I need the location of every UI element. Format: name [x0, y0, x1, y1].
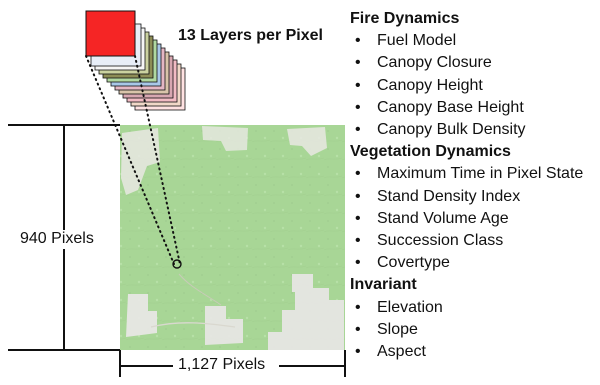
width-dimension — [119, 350, 346, 377]
legend-item-label: Maximum Time in Pixel State — [377, 165, 584, 183]
projection-line-right — [134, 55, 181, 265]
layers-per-pixel-label: 13 Layers per Pixel — [178, 27, 323, 44]
legend-item: • Canopy Closure — [350, 52, 595, 74]
legend-item-label: Stand Volume Age — [377, 209, 509, 227]
top-red-layer — [85, 10, 136, 57]
legend-item: • Fuel Model — [350, 30, 595, 52]
legend-item-label: Slope — [377, 320, 418, 338]
layer-categories-legend: Fire Dynamics • Fuel Model • Canopy Closur… — [350, 8, 595, 363]
legend-item-label: Succession Class — [377, 232, 504, 250]
legend-item-label: Stand Density Index — [377, 187, 521, 205]
legend-item: • Canopy Base Height — [350, 97, 595, 119]
legend-item-label: Covertype — [377, 254, 450, 272]
legend-item-label: Canopy Bulk Density — [377, 121, 526, 139]
invariant-title: Invariant — [350, 276, 417, 294]
legend-item: • Stand Volume Age — [350, 208, 595, 230]
bullet-icon: • — [355, 209, 361, 227]
light-terrain-patch — [202, 126, 248, 151]
legend-item: • Covertype — [350, 252, 595, 274]
bullet-icon: • — [355, 32, 361, 50]
legend-item-label: Elevation — [377, 298, 443, 316]
bullet-icon: • — [355, 98, 361, 116]
bullet-icon: • — [355, 343, 361, 361]
bullet-icon: • — [355, 76, 361, 94]
legend-item-label: Aspect — [377, 343, 426, 361]
vegetation-dynamics-title: Vegetation Dynamics — [350, 143, 511, 161]
legend-item: • Stand Density Index — [350, 186, 595, 208]
road-line — [150, 322, 236, 328]
bullet-icon: • — [355, 121, 361, 139]
legend-item: • Aspect — [350, 341, 595, 363]
pixel-projection — [85, 55, 181, 265]
bullet-icon: • — [355, 165, 361, 183]
legend-item: • Succession Class — [350, 230, 595, 252]
legend-item: • Canopy Height — [350, 75, 595, 97]
height-label: 940 Pixels — [20, 230, 94, 248]
bullet-icon: • — [355, 320, 361, 338]
bullet-icon: • — [355, 254, 361, 272]
road-line — [178, 273, 222, 306]
light-terrain-patch — [268, 274, 344, 350]
legend-item: • Slope — [350, 319, 595, 341]
legend-item-label: Fuel Model — [377, 32, 457, 50]
bullet-icon: • — [355, 54, 361, 72]
height-dimension — [8, 124, 120, 351]
terrain-map — [120, 125, 345, 350]
legend-item-label: Canopy Height — [377, 76, 483, 94]
light-terrain-patch — [287, 127, 327, 156]
legend-item: • Canopy Bulk Density — [350, 119, 595, 141]
legend-item-label: Canopy Closure — [377, 54, 492, 72]
light-terrain-patch — [121, 128, 160, 195]
fire-dynamics-title: Fire Dynamics — [350, 10, 460, 27]
legend-item-label: Canopy Base Height — [377, 98, 524, 116]
bullet-icon: • — [355, 232, 361, 250]
legend-item: • Maximum Time in Pixel State — [350, 163, 595, 185]
bullet-icon: • — [355, 187, 361, 205]
light-terrain-patch — [126, 294, 157, 337]
layer-stack — [85, 10, 186, 111]
width-label: 1,127 Pixels — [176, 356, 268, 374]
legend-item: • Elevation — [350, 297, 595, 319]
bullet-icon: • — [355, 298, 361, 316]
